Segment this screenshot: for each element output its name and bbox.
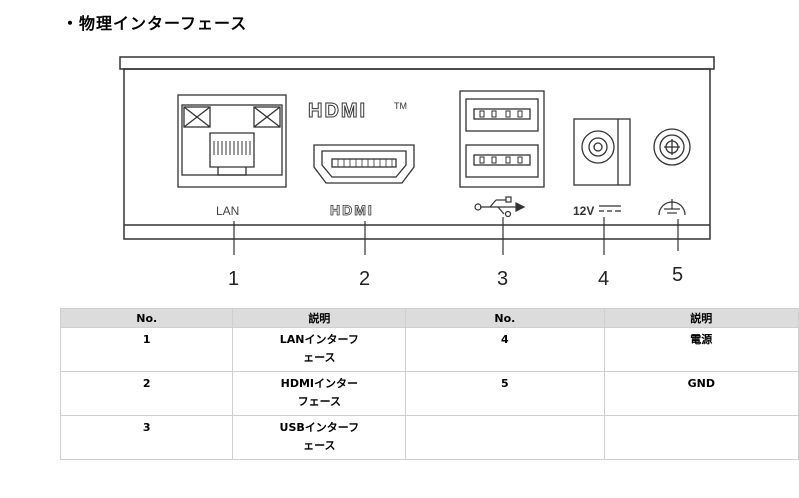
cell-no: 2: [59, 371, 234, 416]
lan-port: [177, 94, 287, 188]
ground-symbol-icon: [658, 199, 686, 216]
dc-voltage-label: 12V: [573, 204, 594, 218]
cell-desc: HDMIインターフェース: [232, 371, 407, 416]
enclosure-outline: [119, 56, 715, 240]
header-desc-right: 説明: [603, 308, 799, 328]
callout-leader-lines: [233, 217, 679, 255]
usb-symbol-icon: [474, 196, 526, 218]
table-row: 1 LANインターフェース 4 電源: [59, 327, 799, 372]
callout-4: 4: [598, 268, 609, 290]
cell-desc: LANインターフェース: [232, 327, 407, 372]
interface-spec-table: No. 説明 No. 説明 1 LANインターフェース 4 電源 2 HDMIイ…: [59, 308, 799, 460]
dc-power-jack: [573, 118, 631, 186]
cell-no: 4: [405, 327, 605, 372]
callout-1: 1: [228, 268, 239, 290]
cell-desc: GND: [603, 371, 799, 416]
callout-3: 3: [497, 268, 508, 290]
header-no-right: No.: [405, 308, 605, 328]
hdmi-port: [313, 144, 415, 184]
table-row: 2 HDMIインターフェース 5 GND: [59, 371, 799, 416]
table-row: 3 USBインターフェース: [59, 415, 799, 460]
cell-no: 1: [59, 327, 234, 372]
dc-symbol-icon: [599, 205, 621, 212]
cell-no: [405, 415, 605, 460]
cell-desc: USBインターフェース: [232, 415, 407, 460]
section-heading: ・物理インターフェース: [62, 14, 248, 33]
cell-desc: 電源: [603, 327, 799, 372]
lan-label: LAN: [216, 204, 239, 218]
usb-port-stack: [459, 90, 545, 188]
header-desc-left: 説明: [232, 308, 407, 328]
callout-2: 2: [359, 268, 370, 290]
gnd-terminal: [653, 128, 691, 166]
cell-no: 3: [59, 415, 234, 460]
header-no-left: No.: [59, 308, 234, 328]
hdmi-tm-text: TM: [394, 101, 407, 111]
table-header-row: No. 説明 No. 説明: [59, 308, 799, 328]
cell-desc: [603, 415, 799, 460]
hdmi-label: HDMI: [330, 202, 374, 218]
hdmi-logo-text: HDMI: [308, 100, 367, 122]
device-rear-panel-diagram: HDMI TM: [119, 56, 715, 290]
callout-5: 5: [672, 264, 683, 286]
cell-no: 5: [405, 371, 605, 416]
